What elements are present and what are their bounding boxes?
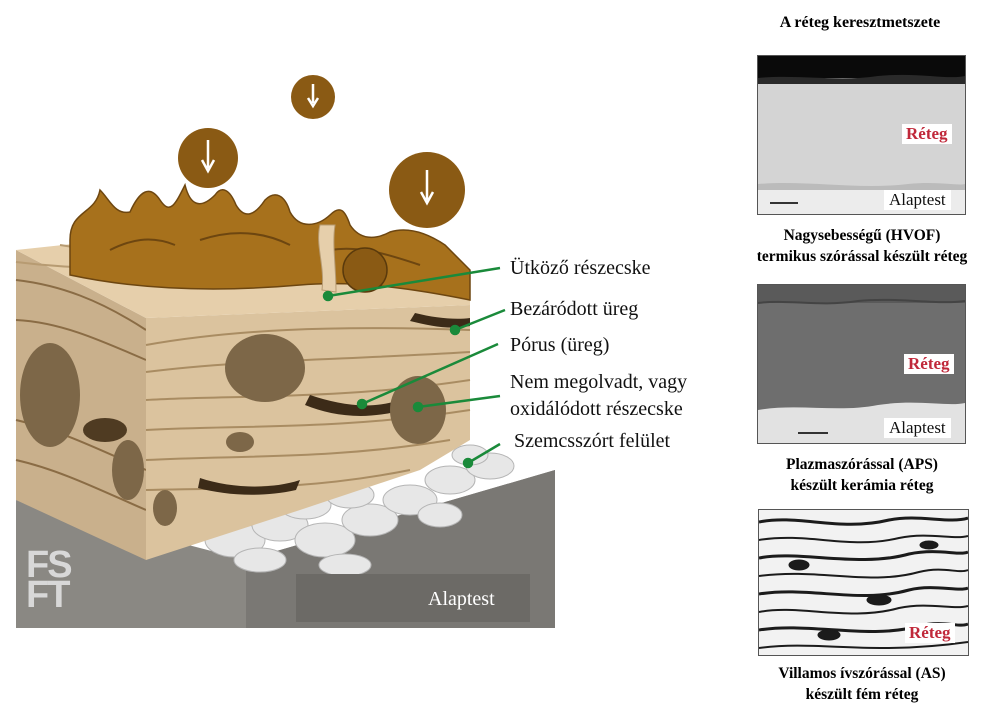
label-closed-void: Bezáródott üreg: [510, 298, 638, 321]
hvof-caption-line2: termikus szórással készült réteg: [748, 246, 976, 267]
droplet-small: [291, 75, 335, 119]
label-impact-particle: Ütköző részecske: [510, 257, 651, 280]
label-blasted-surface: Szemcsszórt felület: [514, 430, 670, 453]
hvof-caption: Nagysebességű (HVOF) termikus szórással …: [748, 225, 976, 267]
hvof-caption-line1: Nagysebességű (HVOF): [748, 225, 976, 246]
droplet-large: [389, 152, 465, 228]
label-pore: Pórus (üreg): [510, 334, 609, 357]
as-caption-line1: Villamos ívszórással (AS): [748, 663, 976, 684]
label-unmelted-line1: Nem megolvadt, vagy: [510, 371, 687, 394]
aps-caption-line1: Plazmaszórással (APS): [748, 454, 976, 475]
substrate-label: Alaptest: [428, 588, 495, 611]
aps-layer-tag: Réteg: [904, 354, 954, 374]
hvof-layer-tag: Réteg: [902, 124, 952, 144]
as-caption-line2: készült fém réteg: [748, 684, 976, 705]
aps-substrate-tag: Alaptest: [884, 418, 951, 438]
as-layer-tag: Réteg: [905, 623, 955, 643]
aps-caption: Plazmaszórással (APS) készült kerámia ré…: [748, 454, 976, 496]
logo-line-2: FT: [26, 580, 71, 610]
cross-section-title: A réteg keresztmetszete: [742, 14, 978, 32]
fsft-logo: FS FT: [26, 550, 71, 610]
droplet-medium: [178, 128, 238, 188]
as-caption: Villamos ívszórással (AS) készült fém ré…: [748, 663, 976, 705]
label-unmelted-line2: oxidálódott részecske: [510, 398, 683, 421]
hvof-substrate-tag: Alaptest: [884, 190, 951, 210]
aps-caption-line2: készült kerámia réteg: [748, 475, 976, 496]
